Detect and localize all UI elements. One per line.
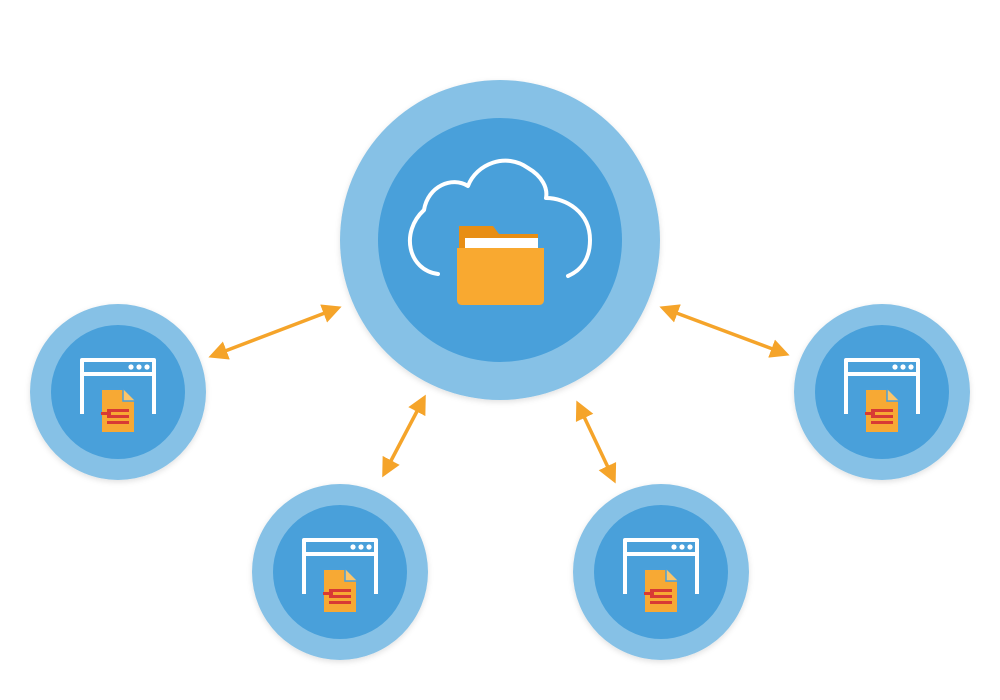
connection-arrow-right — [659, 304, 790, 358]
connections-layer — [208, 304, 790, 484]
cloud-folder-icon — [408, 158, 592, 305]
folder-icon — [457, 226, 544, 305]
connection-arrow-left — [208, 304, 342, 360]
cloud-icon — [408, 158, 592, 278]
connection-arrow-bottom-left — [382, 394, 426, 478]
connection-arrow-bottom-right — [575, 400, 617, 484]
